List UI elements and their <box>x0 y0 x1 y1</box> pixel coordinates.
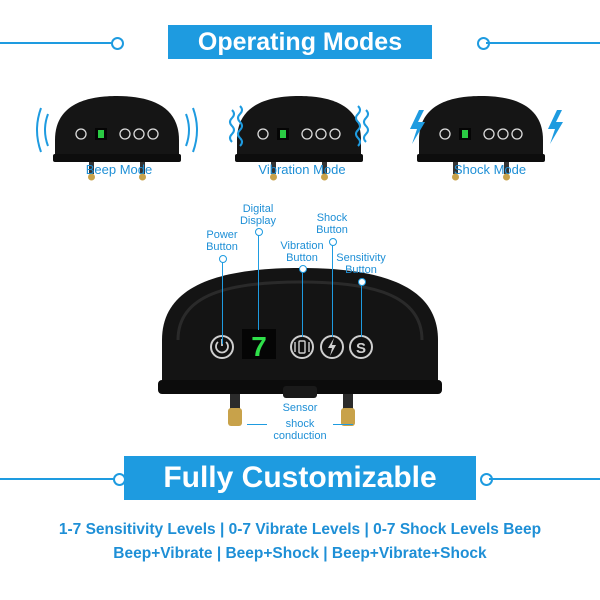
digital-display-callout: Digital Display <box>239 203 277 227</box>
digital-display <box>242 329 276 359</box>
vibration-callout-dot <box>299 265 307 273</box>
power-callout-line <box>222 262 223 344</box>
footer-rule-left <box>0 478 120 480</box>
shock-button-icon <box>320 335 344 359</box>
right-contact-point <box>341 408 355 426</box>
sensitivity-button-icon: S <box>349 335 373 359</box>
feature-combos-line: Beep+Vibrate | Beep+Shock | Beep+Vibrate… <box>113 545 487 562</box>
shock-callout-dot <box>329 238 337 246</box>
lightning-bolt-icon <box>410 110 563 144</box>
shock-mode-label: Shock Mode <box>453 162 527 177</box>
header-rule-left <box>0 42 118 44</box>
power-button-callout: Power Button <box>206 229 238 253</box>
sensitivity-callout-dot <box>358 278 366 286</box>
sensitivity-button-callout: Sensitivity Button <box>336 252 386 276</box>
shock-button-callout: Shock Button <box>316 212 348 236</box>
display-digit: 7 <box>251 331 267 362</box>
shock-conduction-callout: shock conduction <box>273 418 327 442</box>
svg-text:S: S <box>356 340 366 357</box>
footer-title: Fully Customizable <box>124 456 476 500</box>
sound-wave-icon <box>36 107 198 153</box>
header-rule-left-dot <box>111 37 124 50</box>
vibration-callout-line <box>302 272 303 337</box>
sensitivity-callout-line <box>361 285 362 337</box>
shock-callout-line <box>332 245 333 337</box>
sensor-callout: Sensor <box>282 402 318 414</box>
left-contact-point <box>228 408 242 426</box>
conduction-line-right <box>333 424 353 425</box>
feature-levels-line: 1-7 Sensitivity Levels | 0-7 Vibrate Lev… <box>58 521 542 538</box>
collar-receiver-device: 7 S <box>158 268 442 426</box>
display-callout-dot <box>255 228 263 236</box>
vibration-wave-icon <box>229 105 369 147</box>
vibration-button-callout: Vibration Button <box>280 240 324 264</box>
beep-mode-label: Beep Mode <box>85 162 153 177</box>
power-callout-dot <box>219 255 227 263</box>
conduction-line-left <box>247 424 267 425</box>
header-rule-right <box>486 42 600 44</box>
vibration-mode-label: Vibration Mode <box>258 162 346 177</box>
vibration-button-icon <box>290 335 314 359</box>
mode-thumbnails <box>36 95 563 182</box>
header-title: Operating Modes <box>168 25 432 59</box>
footer-rule-right <box>489 478 600 480</box>
display-callout-line <box>258 235 259 330</box>
